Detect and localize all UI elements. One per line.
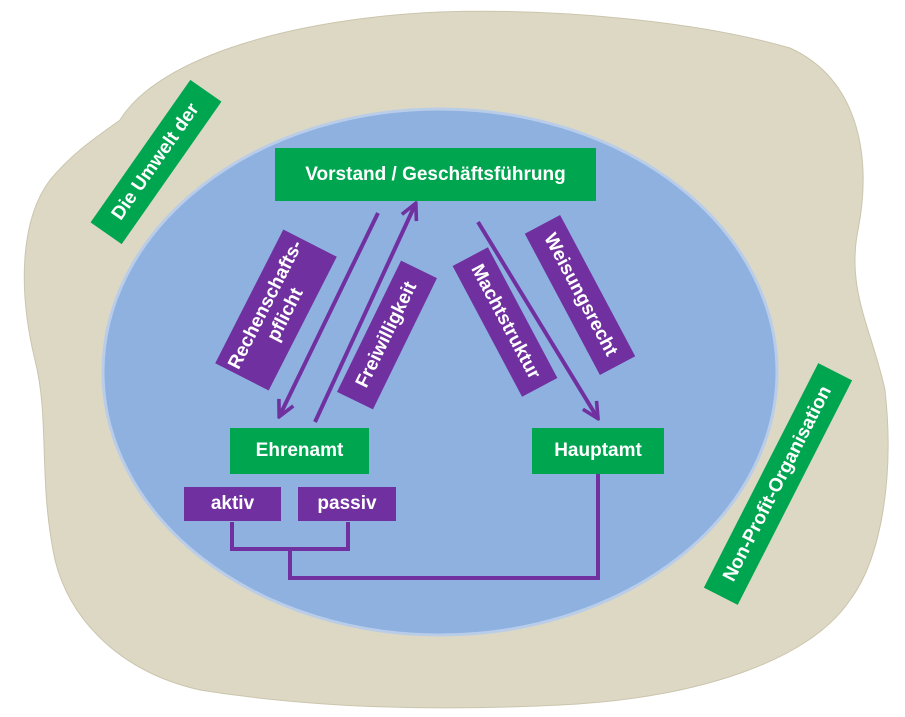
arrow-ehrenamt-to-vorstand [313, 205, 415, 423]
passiv-box: passiv [298, 487, 396, 521]
aktiv-label: aktiv [210, 493, 255, 514]
ehrenamt-node: Ehrenamt [230, 428, 369, 474]
hauptamt-connector [290, 472, 600, 580]
hauptamt-node: Hauptamt [532, 428, 664, 474]
ehrenamt-label: Ehrenamt [255, 440, 344, 461]
passiv-label: passiv [317, 493, 377, 514]
vorstand-label: Vorstand / Geschäftsführung [305, 163, 566, 185]
vorstand-node: Vorstand / Geschäftsführung [275, 148, 596, 201]
aktiv-box: aktiv [184, 487, 281, 521]
arrow-vorstand-to-ehrenamt [280, 212, 380, 415]
ehrenamt-type-bracket [230, 522, 350, 580]
hauptamt-label: Hauptamt [554, 440, 642, 461]
arrow-vorstand-to-hauptamt [476, 220, 597, 417]
